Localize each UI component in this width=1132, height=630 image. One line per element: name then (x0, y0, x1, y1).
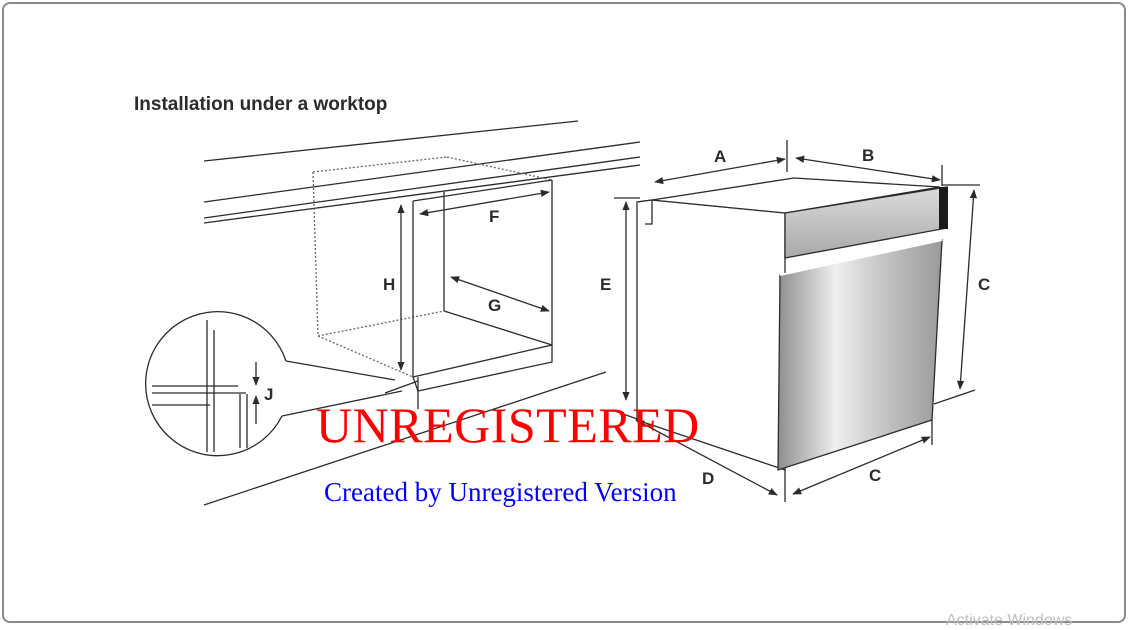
dim-label-a: A (714, 147, 726, 166)
dim-label-g: G (488, 296, 501, 315)
cabinet-drawing (203, 120, 641, 506)
dim-label-d: D (702, 469, 714, 488)
dim-label-f: F (489, 207, 499, 226)
dim-label-c-height: C (978, 275, 990, 294)
dim-label-j: J (264, 385, 273, 404)
oven-door (777, 239, 943, 471)
activate-windows-overlay: Activate Windows (946, 612, 1073, 629)
diagram-title: Installation under a worktop (134, 94, 388, 115)
oven-drawing (611, 140, 980, 502)
dim-label-c-width: C (869, 466, 881, 485)
dim-label-b: B (862, 146, 874, 165)
dim-label-h: H (383, 275, 395, 294)
diagram-frame (2, 2, 1126, 623)
dim-label-e: E (600, 275, 611, 294)
watermark-created-by: Created by Unregistered Version (324, 477, 677, 507)
detail-circle-j (145, 311, 403, 457)
watermark-unregistered: UNREGISTERED (316, 397, 700, 453)
